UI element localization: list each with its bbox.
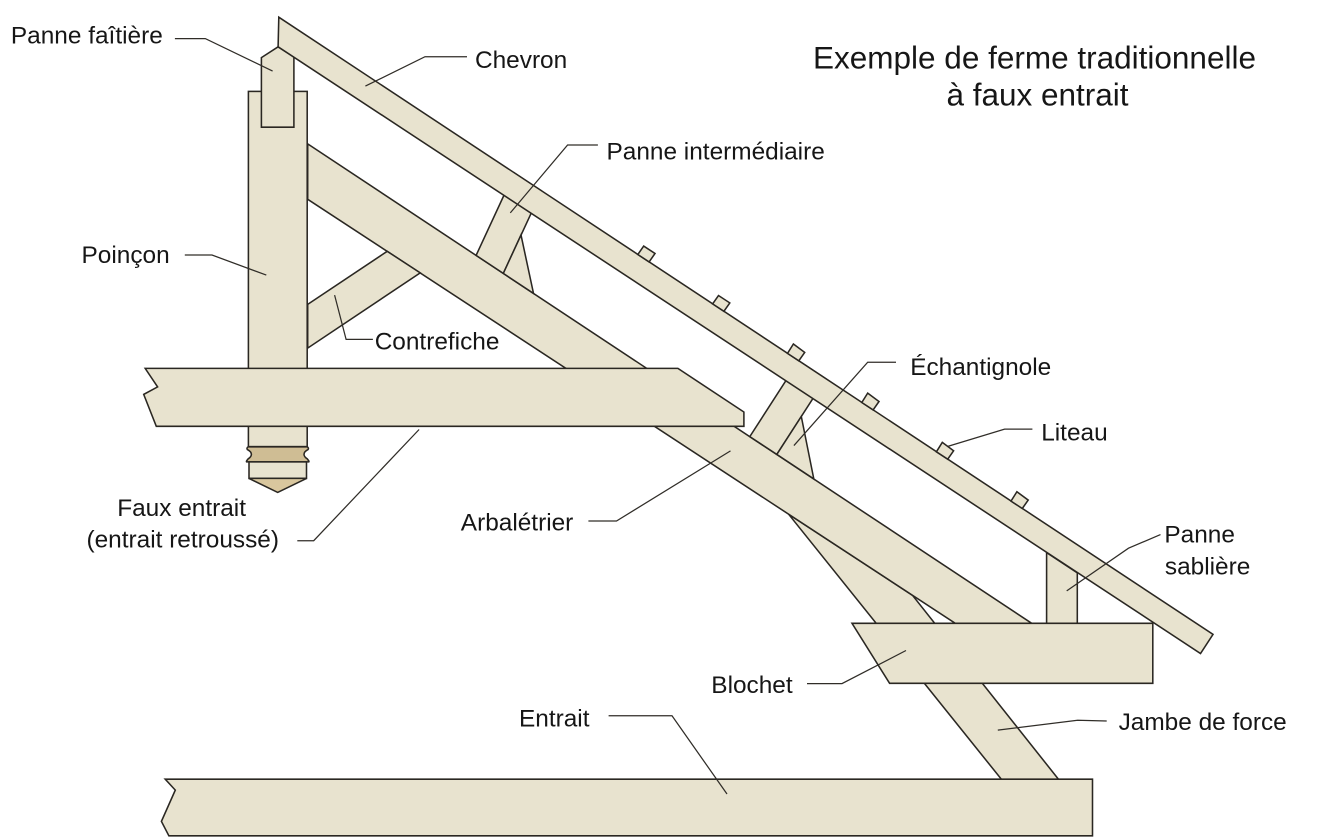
svg-text:sablière: sablière: [1165, 554, 1250, 581]
svg-text:Jambe de force: Jambe de force: [1119, 709, 1287, 736]
svg-text:Faux entrait: Faux entrait: [117, 495, 246, 522]
svg-text:Panne: Panne: [1164, 522, 1235, 549]
svg-text:à faux entrait: à faux entrait: [946, 76, 1128, 112]
svg-text:(entrait retroussé): (entrait retroussé): [87, 527, 279, 554]
svg-text:Contrefiche: Contrefiche: [375, 329, 500, 356]
svg-text:Panne faîtière: Panne faîtière: [11, 23, 163, 50]
svg-text:Entrait: Entrait: [519, 705, 590, 732]
svg-text:Exemple de ferme traditionnell: Exemple de ferme traditionnelle: [813, 40, 1256, 76]
svg-text:Échantignole: Échantignole: [910, 354, 1051, 381]
svg-text:Arbalétrier: Arbalétrier: [461, 509, 574, 536]
svg-text:Chevron: Chevron: [475, 47, 567, 74]
svg-text:Blochet: Blochet: [711, 672, 793, 699]
svg-text:Poinçon: Poinçon: [82, 242, 170, 269]
svg-text:Panne intermédiaire: Panne intermédiaire: [607, 138, 825, 165]
svg-text:Liteau: Liteau: [1041, 420, 1107, 447]
